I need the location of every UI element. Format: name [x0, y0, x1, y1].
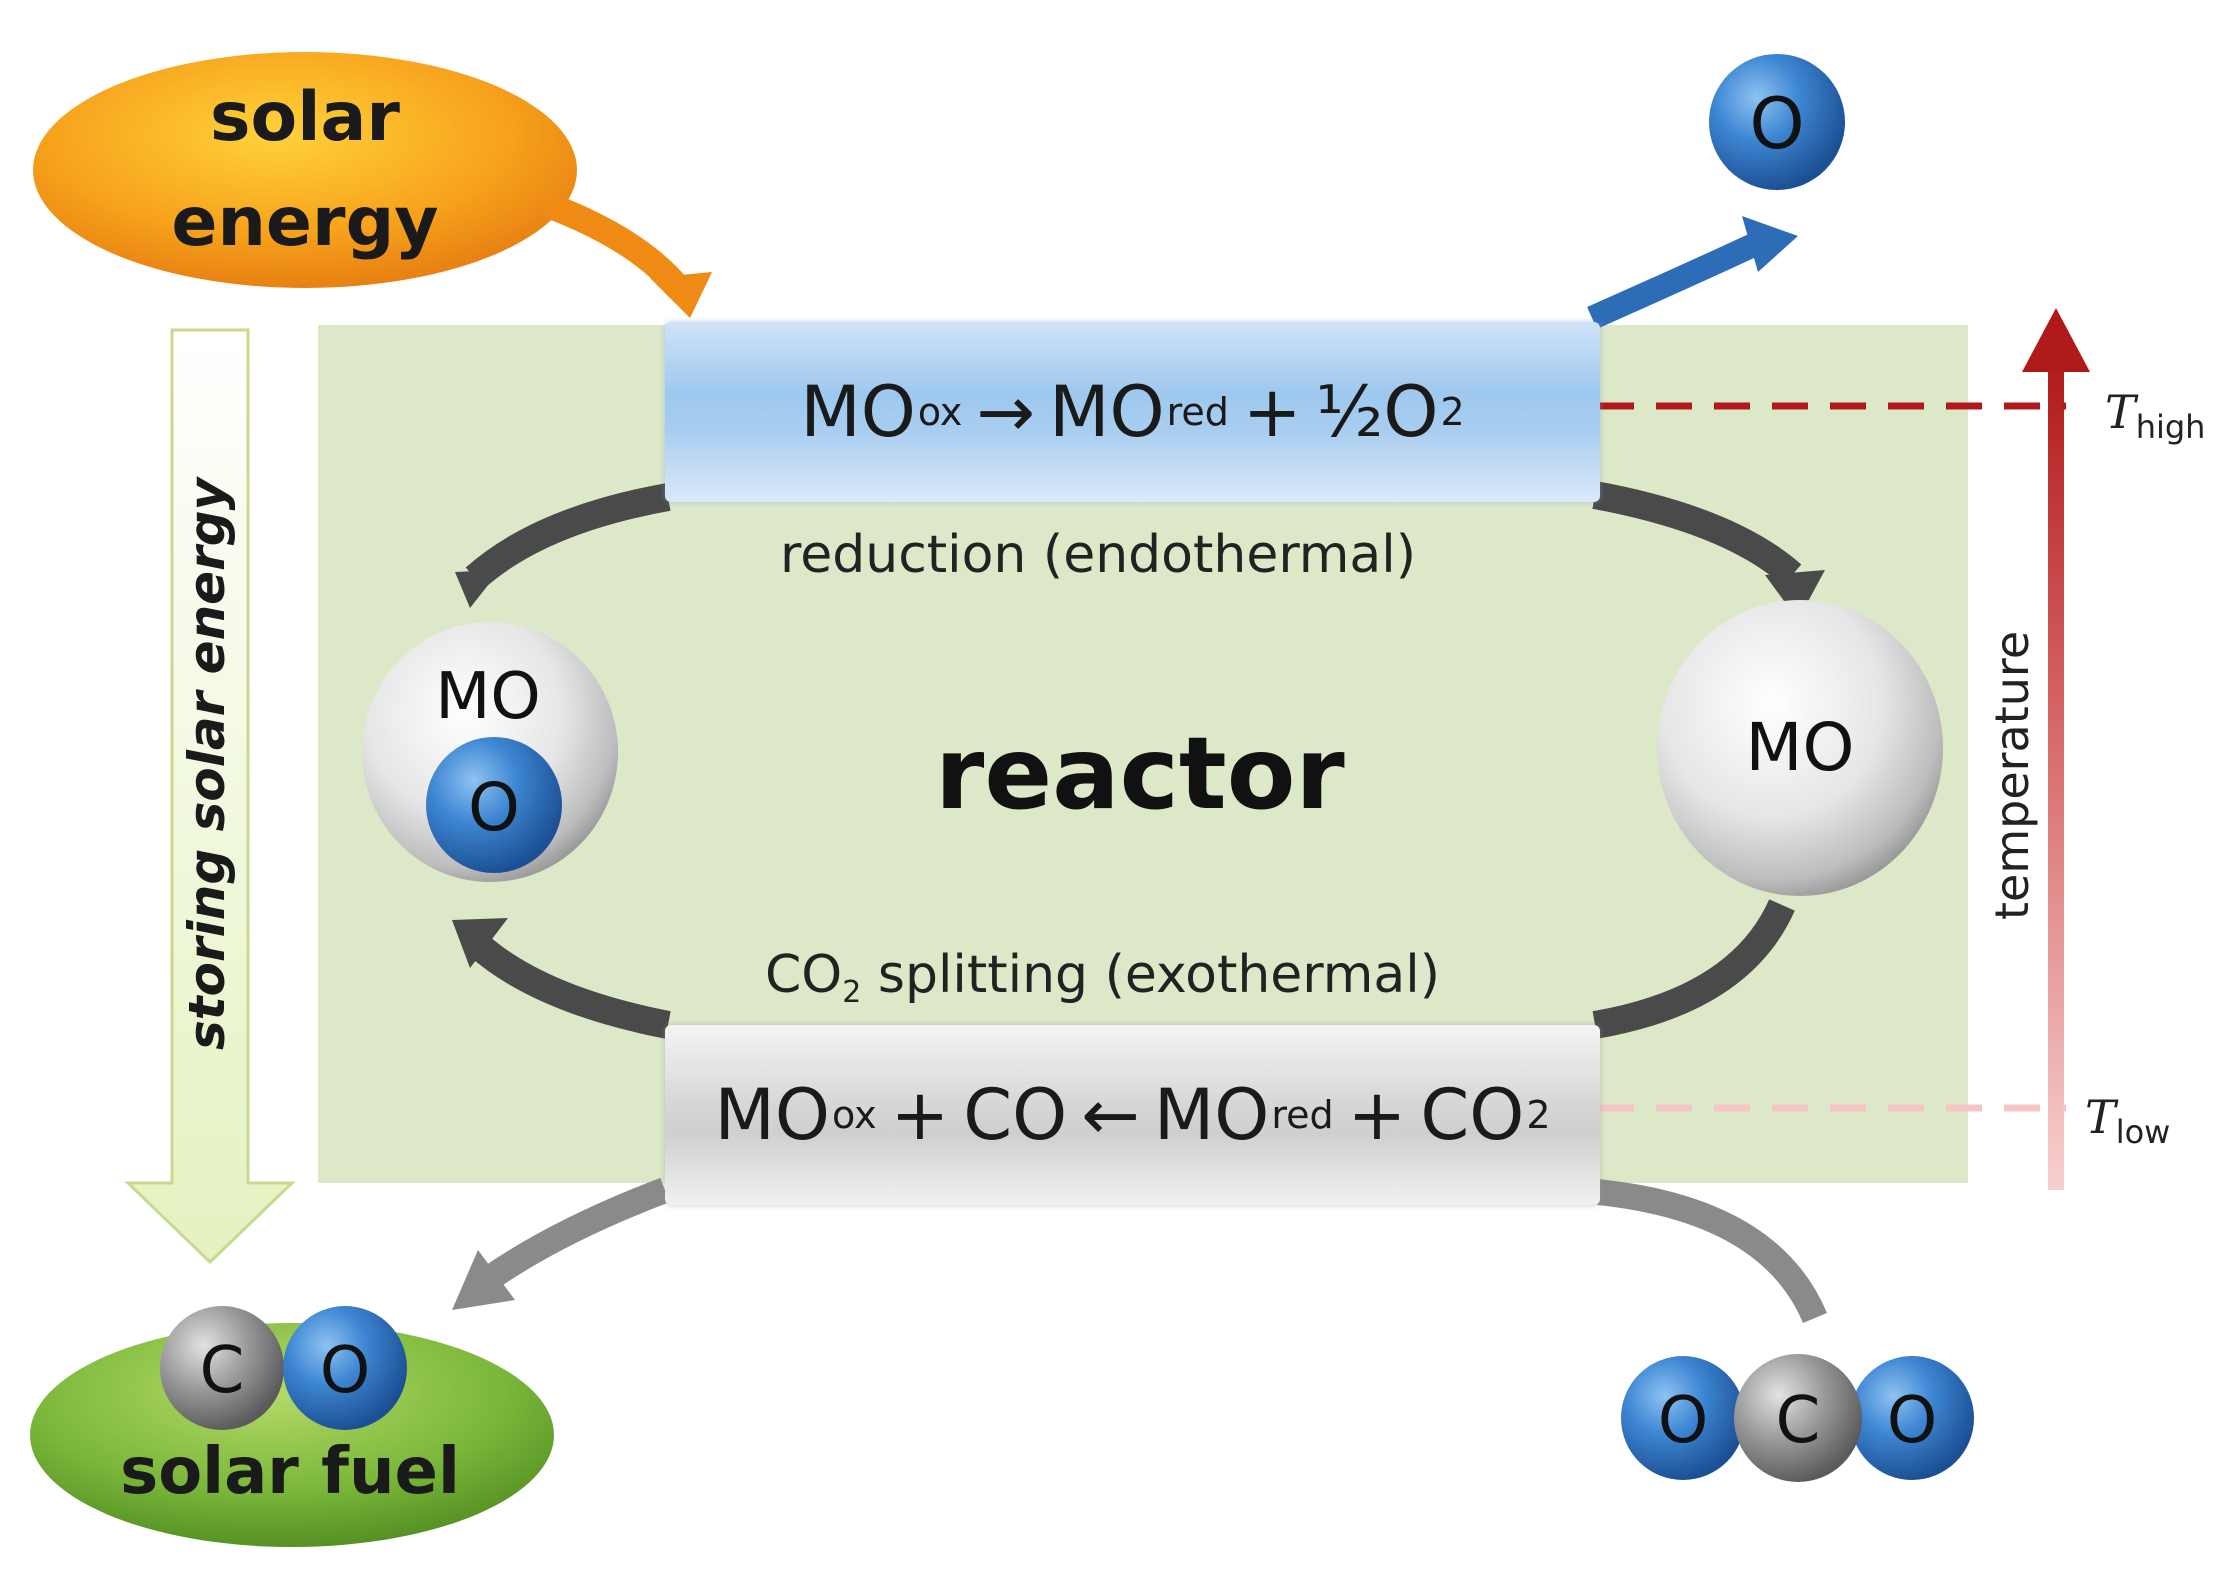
- reduced-oxide-mo-label: MO: [1746, 709, 1855, 786]
- cycle-arrow-bottom-left-head: [452, 918, 508, 968]
- fuel-oxygen-label: O: [320, 1334, 370, 1408]
- solar-energy-label: solar energy: [60, 65, 550, 275]
- solar-fuel-label: solar fuel: [120, 1435, 460, 1509]
- eq2-backward-arrow: ←: [1081, 1074, 1140, 1156]
- co2-input-arrow: [1596, 1179, 1827, 1324]
- eq-ox-sub: ox: [917, 390, 963, 434]
- splitting-label-co: CO: [765, 945, 843, 1005]
- eq-mo-red: MO: [1049, 371, 1165, 453]
- eq2-plus: +: [890, 1074, 950, 1156]
- co2-oxygen-label-2: O: [1887, 1384, 1937, 1458]
- eq2-co: CO: [963, 1074, 1068, 1156]
- solar-energy-line1: solar: [210, 78, 400, 157]
- co2-oxygen-label-1: O: [1658, 1384, 1708, 1458]
- fuel-carbon-atom: [160, 1306, 284, 1430]
- released-oxygen-atom: [1709, 54, 1845, 190]
- cycle-arrow-top-left: [465, 483, 671, 589]
- oxygen-release-arrow: [1587, 231, 1766, 329]
- cycle-arrow-top-right-head: [1765, 570, 1825, 620]
- t-high-sub: high: [2135, 408, 2206, 446]
- co2-carbon-label: C: [1776, 1384, 1821, 1458]
- eq-o2: O: [1383, 371, 1439, 453]
- fuel-carbon-label: C: [200, 1334, 245, 1408]
- eq-plus: +: [1242, 371, 1302, 453]
- reactor-title: reactor: [935, 715, 1345, 832]
- storing-energy-label: storing solar energy: [178, 477, 236, 1050]
- temperature-arrow-head: [2022, 308, 2090, 372]
- fuel-oxygen-atom: [283, 1306, 407, 1430]
- eq-o2-sub: 2: [1440, 390, 1465, 434]
- t-high-t: T: [2105, 385, 2136, 439]
- eq-half: ½: [1315, 371, 1384, 453]
- oxidized-oxide-o-atom: [426, 737, 562, 873]
- oxidized-oxide-o-label: O: [468, 769, 520, 846]
- storing-energy-arrow: [124, 328, 296, 1265]
- eq2-ox-sub: ox: [832, 1093, 877, 1137]
- solar-energy-ellipse: [33, 52, 577, 288]
- eq-red-sub: red: [1166, 390, 1229, 434]
- reduction-label: reduction (endothermal): [780, 525, 1417, 585]
- cycle-arrow-bottom-left: [468, 934, 671, 1039]
- solar-fuel-arrow: [482, 1177, 670, 1289]
- solar-energy-arrow-head: [650, 272, 712, 318]
- eq2-mo-red: MO: [1153, 1074, 1270, 1156]
- splitting-label-rest: splitting (exothermal): [861, 945, 1440, 1005]
- cycle-arrow-bottom-right: [1592, 899, 1795, 1039]
- oxygen-release-arrow-head: [1742, 216, 1798, 272]
- solar-energy-line2: energy: [171, 183, 439, 262]
- temperature-label: temperature: [1985, 630, 2039, 920]
- eq2-red-sub: red: [1271, 1093, 1334, 1137]
- t-low-label: Tlow: [2085, 1090, 2170, 1151]
- t-low-sub: low: [2115, 1113, 2171, 1151]
- oxidized-oxide-mo-label: MO: [435, 660, 541, 734]
- co2-oxygen-atom-1: [1621, 1356, 1745, 1480]
- eq2-mo: MO: [714, 1074, 831, 1156]
- temperature-arrow-shaft: [2048, 360, 2064, 1190]
- eq2-co2-sub: 2: [1526, 1093, 1551, 1137]
- reduced-oxide-ball: [1657, 600, 1943, 896]
- eq-forward-arrow: →: [976, 371, 1036, 453]
- cycle-arrow-top-left-head: [455, 570, 500, 608]
- eq2-co2: CO: [1420, 1074, 1525, 1156]
- eq-mo: MO: [800, 371, 916, 453]
- eq2-plus2: +: [1347, 1074, 1407, 1156]
- t-high-label: Thigh: [2105, 385, 2205, 446]
- released-oxygen-label: O: [1749, 83, 1804, 165]
- splitting-label-sub: 2: [842, 975, 862, 1010]
- solar-fuel-arrow-head: [452, 1250, 515, 1310]
- t-low-t: T: [2085, 1090, 2116, 1144]
- co2-carbon-atom: [1734, 1354, 1862, 1482]
- co2-oxygen-atom-2: [1850, 1356, 1974, 1480]
- cycle-arrow-top-right: [1592, 481, 1802, 586]
- splitting-label: CO2 splitting (exothermal): [765, 945, 1440, 1010]
